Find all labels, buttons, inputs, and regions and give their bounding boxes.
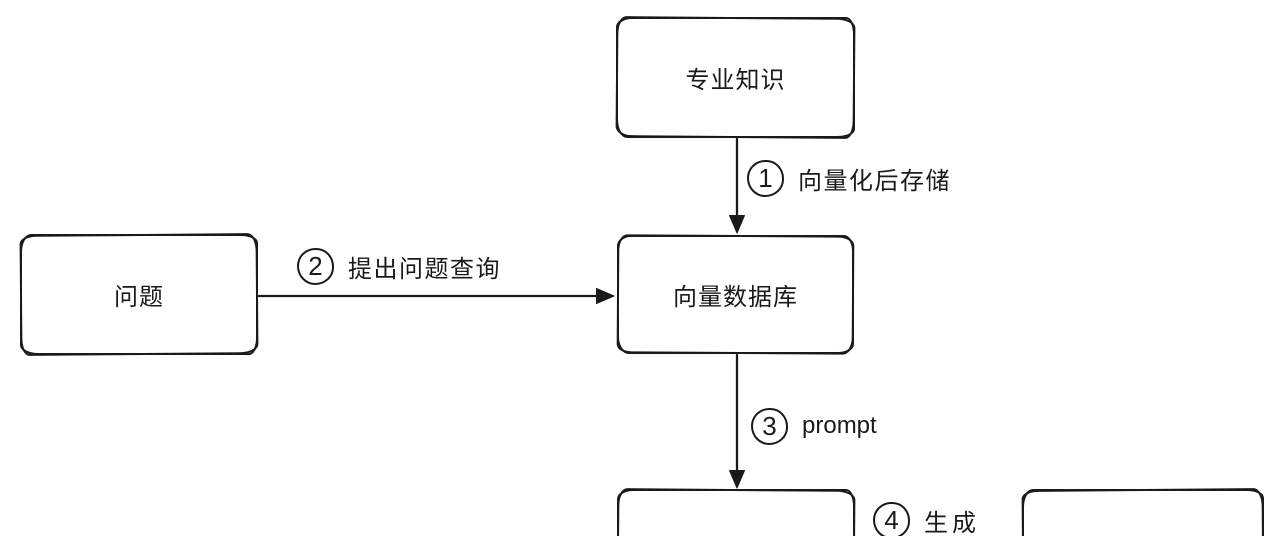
- node-question-label: 问题: [114, 284, 164, 311]
- edge-label-prompt: 3 prompt: [751, 407, 877, 445]
- node-generator: [617, 489, 855, 536]
- edge-vectorize-text: 向量化后存储: [798, 167, 951, 195]
- node-result: [1022, 489, 1264, 536]
- step-4-badge: 4: [873, 501, 910, 536]
- node-vector-db: 向量数据库: [617, 235, 854, 354]
- edge-label-generate: 4 生成: [873, 501, 980, 536]
- edge-prompt-text: prompt: [802, 412, 877, 439]
- step-3-badge: 3: [751, 407, 788, 445]
- edge-generate-text: 生成: [924, 509, 980, 536]
- node-knowledge-label: 专业知识: [685, 67, 786, 94]
- edge-label-vectorize: 1 向量化后存储: [747, 159, 951, 197]
- arrow-query: [257, 288, 615, 304]
- arrow-vectorize: [729, 137, 745, 234]
- step-2-badge: 2: [297, 247, 334, 285]
- arrow-prompt: [729, 353, 745, 489]
- edge-query-text: 提出问题查询: [348, 255, 501, 283]
- node-knowledge: 专业知识: [616, 17, 855, 138]
- edge-label-query: 2 提出问题查询: [297, 247, 501, 285]
- node-question: 问题: [20, 234, 258, 355]
- node-vector-db-label: 向量数据库: [673, 284, 798, 311]
- step-1-badge: 1: [747, 159, 784, 197]
